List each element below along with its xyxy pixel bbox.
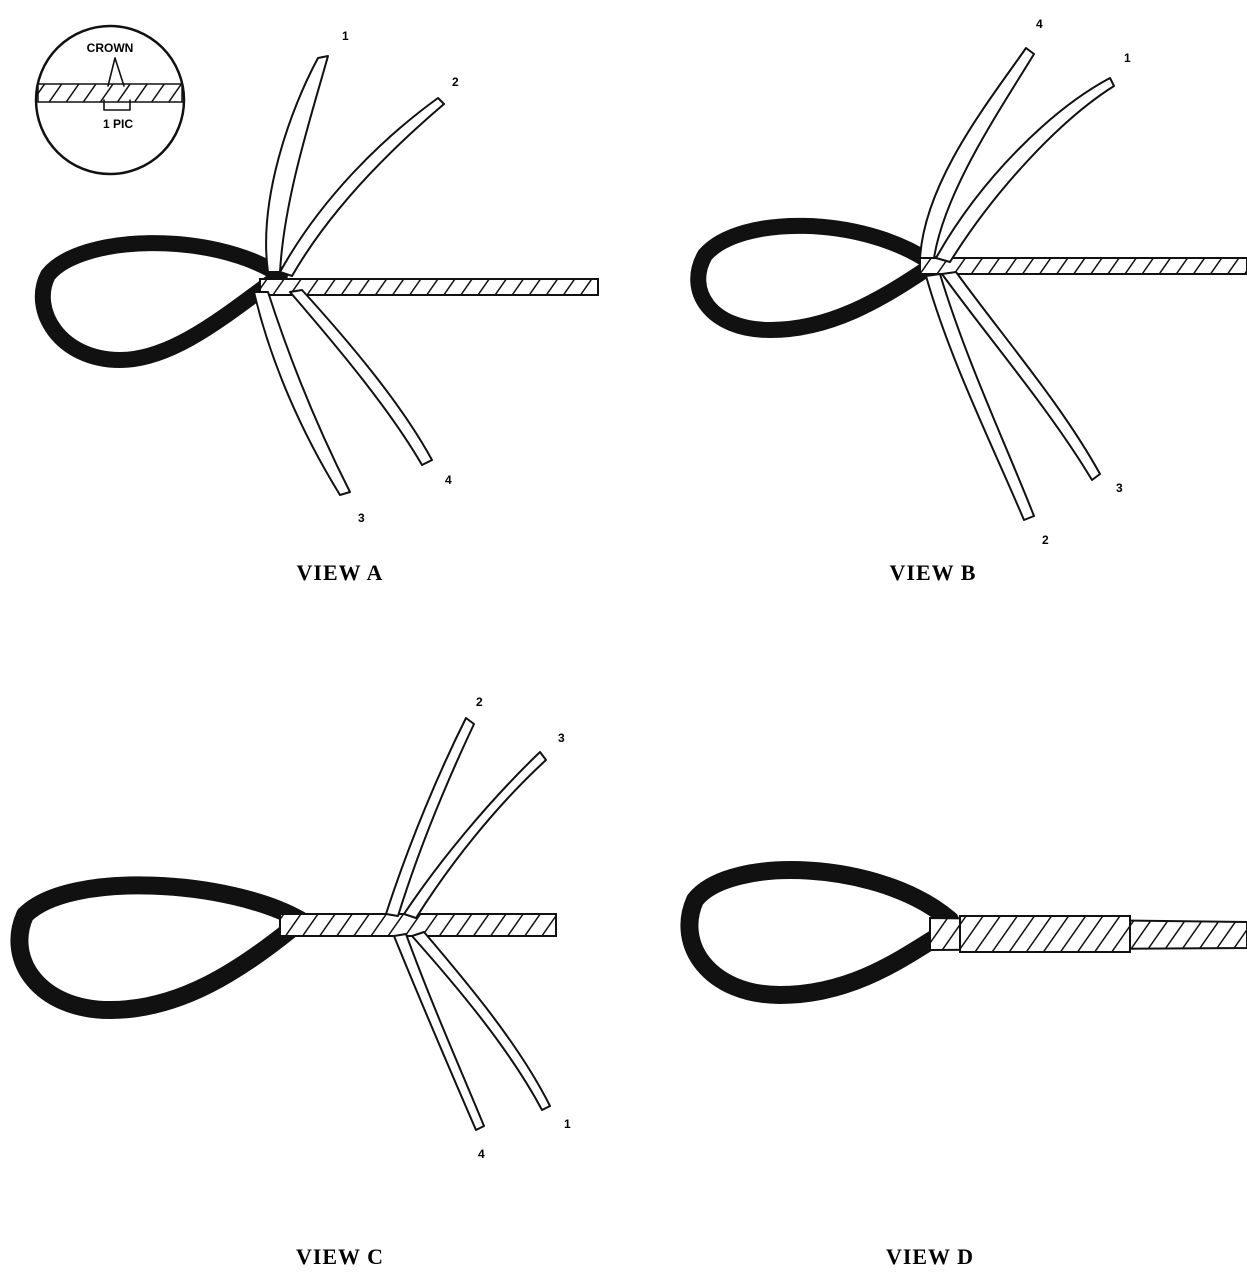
view-b-label-2: 2 xyxy=(1042,533,1049,547)
view-c-label-2: 2 xyxy=(476,695,483,709)
view-a-strand-1 xyxy=(266,56,328,272)
view-c-label-4: 4 xyxy=(478,1147,485,1161)
view-c-illustration: 2 3 4 1 xyxy=(19,695,571,1161)
inset-circle: CROWN 1 PIC xyxy=(36,26,184,174)
view-a-label-3: 3 xyxy=(358,511,365,525)
view-c-title: VIEW C xyxy=(296,1244,384,1269)
pic-label: 1 PIC xyxy=(103,117,133,131)
view-a-strand-3 xyxy=(254,292,350,495)
view-a-label-4: 4 xyxy=(445,473,452,487)
view-b-title: VIEW B xyxy=(890,560,977,585)
view-c-label-3: 3 xyxy=(558,731,565,745)
view-a-title: VIEW A xyxy=(297,560,384,585)
view-a-label-1: 1 xyxy=(342,29,349,43)
view-b-label-4: 4 xyxy=(1036,17,1043,31)
view-b-illustration: 4 1 2 3 xyxy=(698,17,1247,547)
view-c-label-1: 1 xyxy=(564,1117,571,1131)
view-b-label-3: 3 xyxy=(1116,481,1123,495)
view-d-title: VIEW D xyxy=(886,1244,974,1269)
crown-label: CROWN xyxy=(87,41,134,55)
view-d-illustration xyxy=(689,870,1247,995)
view-b-label-1: 1 xyxy=(1124,51,1131,65)
view-a-label-2: 2 xyxy=(452,75,459,89)
